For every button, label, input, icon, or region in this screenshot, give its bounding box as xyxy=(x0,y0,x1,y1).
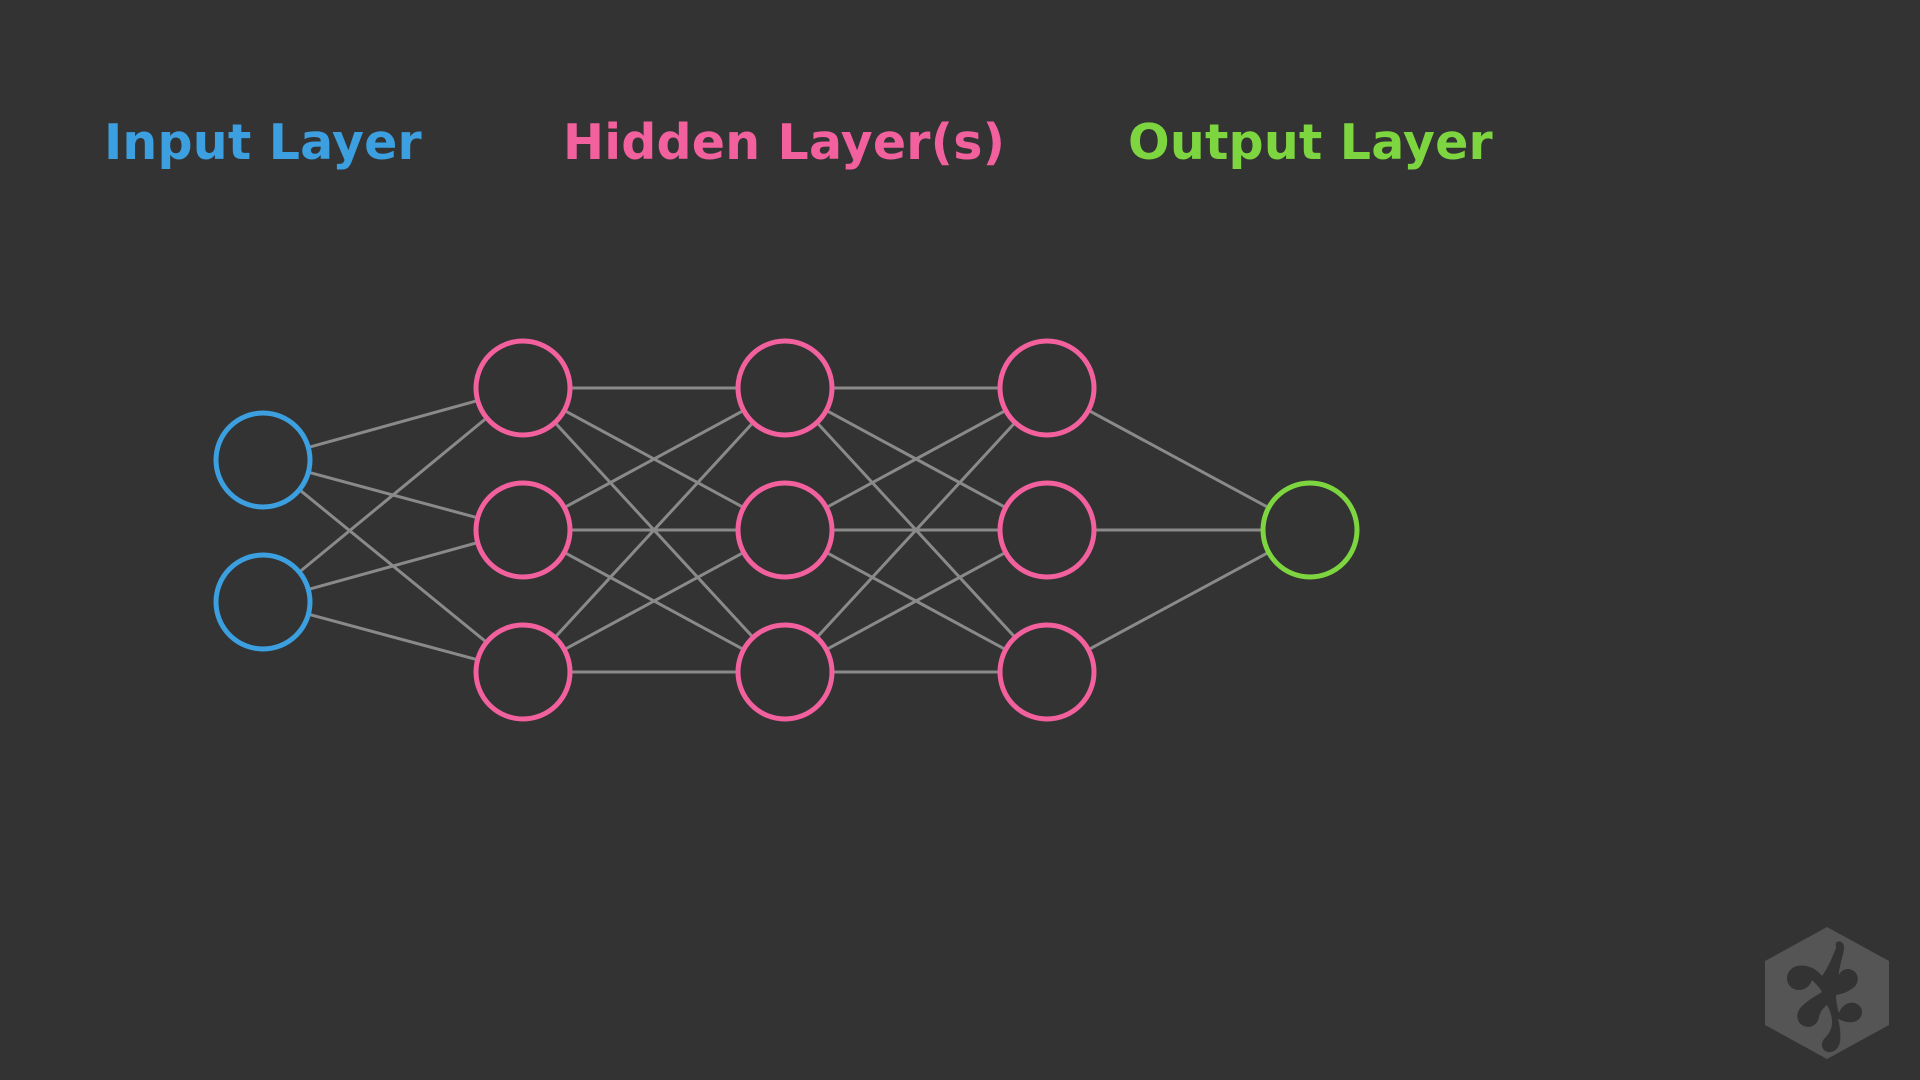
network-node-hidden[interactable] xyxy=(997,622,1097,722)
edges-group xyxy=(297,386,1271,674)
network-node-hidden[interactable] xyxy=(997,480,1097,580)
network-edge xyxy=(306,612,480,662)
network-edge xyxy=(562,550,746,652)
network-edge xyxy=(824,408,1008,510)
network-node-hidden[interactable] xyxy=(473,338,573,438)
nodes-group xyxy=(213,338,1360,722)
network-node-hidden[interactable] xyxy=(735,480,835,580)
network-node-hidden[interactable] xyxy=(735,622,835,722)
network-edge xyxy=(815,421,1017,639)
network-node-input[interactable] xyxy=(213,552,313,652)
network-edge xyxy=(824,550,1008,652)
network-edge xyxy=(1086,408,1271,510)
network-edge xyxy=(306,541,480,591)
network-edge xyxy=(562,408,746,510)
network-node-hidden[interactable] xyxy=(735,338,835,438)
network-node-hidden[interactable] xyxy=(997,338,1097,438)
network-node-input[interactable] xyxy=(213,410,313,510)
network-edge xyxy=(1086,550,1271,652)
network-edge xyxy=(306,399,480,449)
network-node-hidden[interactable] xyxy=(473,480,573,580)
network-node-output[interactable] xyxy=(1260,480,1360,580)
network-edge xyxy=(553,421,755,639)
network-edge xyxy=(297,416,489,574)
network-node-hidden[interactable] xyxy=(473,622,573,722)
